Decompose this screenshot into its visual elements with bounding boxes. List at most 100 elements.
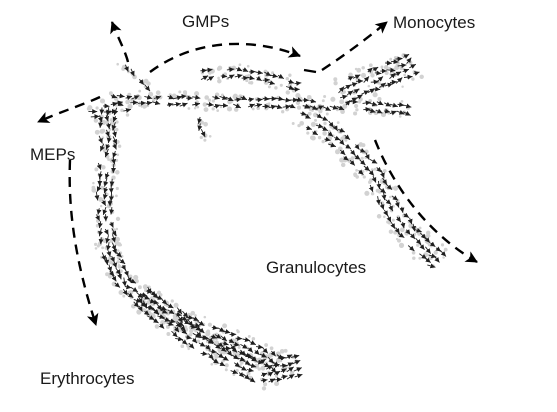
cell-dot	[257, 367, 261, 371]
cell-dot	[152, 296, 155, 299]
velocity-arrow	[108, 184, 114, 194]
cell-dot	[246, 64, 250, 68]
cell-dot	[142, 104, 148, 109]
cell-dot	[94, 167, 99, 172]
cell-dot	[136, 309, 142, 315]
velocity-arrow	[213, 103, 221, 109]
velocity-arrow	[262, 77, 270, 83]
velocity-arrow	[372, 66, 379, 72]
velocity-arrow	[322, 126, 329, 132]
velocity-arrow	[285, 85, 295, 90]
velocity-arrow	[338, 138, 345, 146]
velocity-arrow	[413, 71, 420, 76]
cell-dot	[239, 359, 243, 363]
velocity-arrow	[367, 67, 373, 73]
velocity-arrow	[382, 177, 388, 185]
cell-dot	[355, 169, 358, 172]
cell-dot	[157, 290, 161, 295]
velocity-arrow	[277, 73, 285, 79]
cell-dot	[389, 57, 393, 61]
cell-dot	[310, 135, 315, 140]
velocity-arrow	[98, 135, 103, 144]
cell-dot	[361, 66, 365, 70]
velocity-arrow	[99, 143, 105, 152]
velocity-arrow	[198, 341, 206, 347]
velocity-arrow	[123, 268, 129, 277]
velocity-arrow	[99, 107, 105, 115]
cell-dot	[306, 131, 310, 135]
velocity-arrow	[339, 149, 346, 156]
velocity-arrow	[312, 130, 319, 136]
cell-dot	[322, 131, 327, 136]
cell-dot	[373, 92, 377, 97]
cell-dot	[377, 96, 382, 102]
cell-dot	[95, 106, 99, 110]
velocity-arrow	[345, 100, 351, 106]
velocity-arrow	[434, 256, 440, 263]
cell-dot	[271, 71, 275, 75]
cell-dot	[265, 102, 270, 108]
cell-dot	[264, 343, 268, 347]
cell-dot	[348, 72, 353, 78]
cell-dot	[424, 234, 429, 238]
velocity-arrow	[156, 303, 163, 311]
velocity-arrow	[324, 136, 331, 142]
cell-dot	[165, 324, 170, 329]
velocity-arrow	[219, 361, 226, 367]
trajectory-arrow	[110, 21, 130, 63]
velocity-arrow	[338, 127, 346, 133]
velocity-arrow	[286, 366, 294, 373]
velocity-arrow	[181, 328, 188, 335]
cell-dot	[107, 158, 111, 161]
velocity-arrow	[380, 170, 385, 179]
cell-dot	[116, 153, 120, 157]
cell-dot	[360, 72, 367, 78]
velocity-arrow	[371, 175, 377, 183]
velocity-arrow	[115, 100, 123, 106]
velocity-arrow	[332, 125, 338, 132]
cell-dot	[116, 249, 120, 252]
velocity-arrow	[407, 245, 415, 252]
velocity-arrow	[200, 75, 209, 81]
cell-dot	[142, 284, 148, 290]
cell-dot	[208, 134, 212, 138]
cell-dot	[418, 226, 422, 230]
velocity-arrow	[112, 128, 117, 138]
velocity-arrow	[129, 68, 135, 77]
velocity-arrow	[429, 241, 436, 248]
velocity-arrow	[137, 305, 143, 312]
velocity-arrow	[192, 101, 201, 107]
cell-dot	[433, 250, 438, 255]
cell-dot	[306, 94, 312, 100]
velocity-arrow	[211, 358, 219, 364]
velocity-arrow	[220, 73, 228, 79]
velocity-arrow	[254, 349, 260, 356]
velocity-arrow	[356, 78, 364, 84]
velocity-arrow	[208, 348, 217, 354]
velocity-arrow	[123, 108, 132, 113]
cell-dot	[91, 187, 97, 193]
velocity-arrow	[242, 373, 250, 380]
velocity-arrow	[172, 101, 181, 107]
cell-dot	[360, 156, 364, 160]
cell-dot	[137, 285, 142, 290]
velocity-arrow	[379, 201, 385, 210]
cell-dot	[118, 290, 124, 295]
velocity-arrow	[97, 115, 103, 123]
cell-dot	[221, 359, 225, 363]
cell-dot	[314, 118, 317, 122]
velocity-arrow	[104, 171, 110, 180]
velocity-arrow	[389, 110, 397, 116]
label-gmps: GMPs	[182, 12, 230, 31]
velocity-arrow	[376, 100, 384, 106]
velocity-arrow	[137, 296, 143, 304]
velocity-arrow	[152, 100, 161, 106]
cell-dot	[100, 185, 105, 191]
cell-dot	[356, 67, 362, 73]
velocity-arrow	[368, 184, 374, 193]
cell-dot	[187, 107, 191, 110]
velocity-arrow	[375, 196, 381, 205]
velocity-arrow	[321, 116, 329, 121]
velocity-arrow	[130, 100, 139, 106]
